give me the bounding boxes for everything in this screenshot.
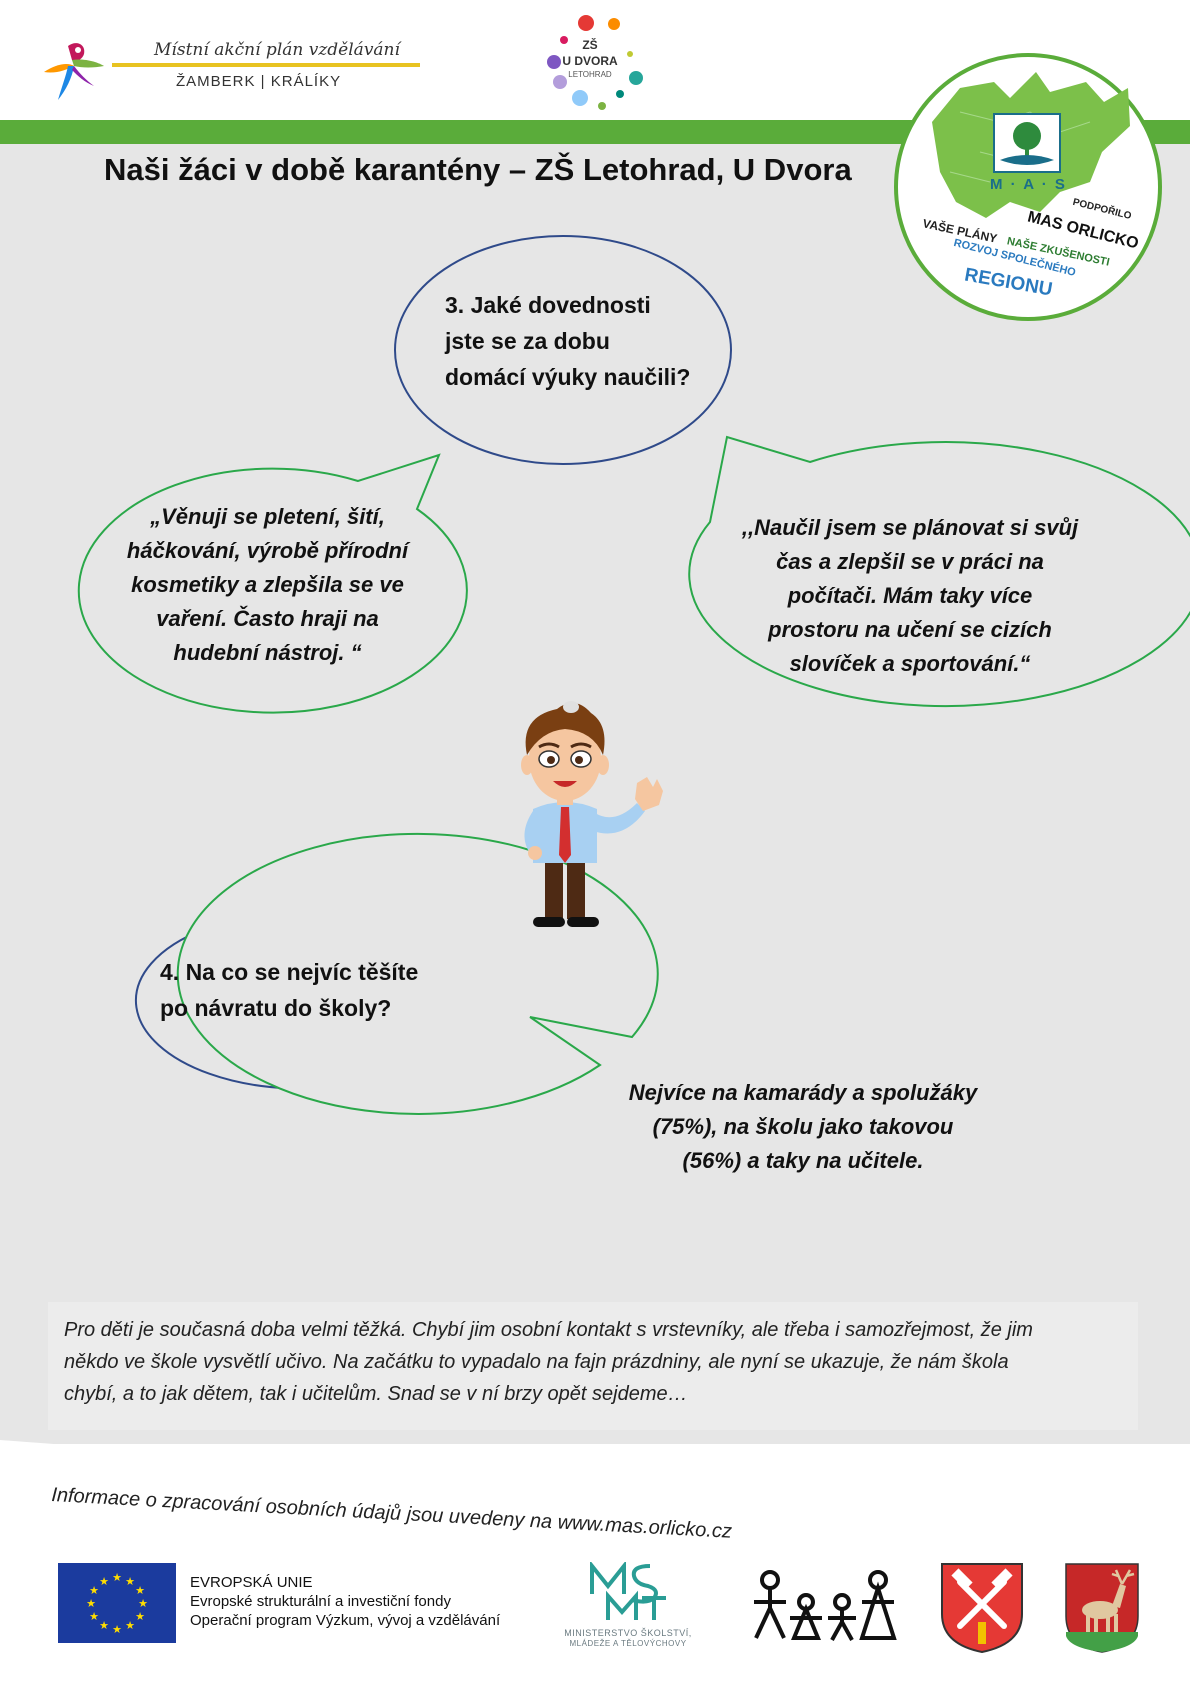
eu-flag-icon: ★★★ ★★★ ★★★ ★★★ [58, 1563, 176, 1643]
eu-text: EVROPSKÁ UNIE Evropské strukturální a in… [190, 1573, 500, 1630]
school-logo-line1: ZŠ [582, 38, 598, 52]
svg-text:★: ★ [125, 1619, 135, 1632]
question3-line1: 3. Jaké dovednosti [445, 292, 651, 318]
question4-line1: 4. Na co se nejvíc těšíte [160, 959, 419, 985]
summary-line1: Pro děti je současná doba velmi těžká. C… [64, 1319, 1033, 1341]
svg-text:★: ★ [99, 1619, 109, 1632]
svg-text:★: ★ [86, 1597, 96, 1610]
question3-text: 3. Jaké dovednosti jste se za dobu domác… [445, 287, 725, 395]
answer4-bubble [176, 832, 659, 1115]
answer3b-line3: počítači. Mám taky více [787, 583, 1033, 608]
msmt-logo: MINISTERSTVO ŠKOLSTVÍ, MLÁDEŽE A TĚLOVÝC… [548, 1562, 708, 1652]
mas-letters: M · A · S [990, 176, 1067, 193]
waving-boy-illustration [521, 701, 663, 927]
school-logo: ZŠ U DVORA LETOHRAD [540, 10, 650, 120]
bird-logo-icon [44, 43, 104, 100]
school-logo-line3: LETOHRAD [568, 70, 612, 79]
summary-box [48, 1302, 1138, 1430]
map-logo-title: Místní akční plán vzdělávání [154, 40, 400, 60]
svg-text:★: ★ [112, 1623, 122, 1636]
eu-line3: Operační program Výzkum, vývoj a vzděláv… [190, 1612, 501, 1629]
map-logo-subtitle: ŽAMBERK | KRÁLÍKY [176, 73, 342, 90]
svg-text:★: ★ [89, 1584, 99, 1597]
msmt-line2: MLÁDEŽE A TĚLOVÝCHOVY [569, 1639, 687, 1648]
answer3a-bubble [77, 453, 468, 714]
map-logo-underline [112, 63, 420, 67]
eu-line1: EVROPSKÁ UNIE [190, 1574, 313, 1591]
question3-line2: jste se za dobu [445, 328, 610, 354]
answer3b-line2: čas a zlepšil se v práci na [776, 549, 1044, 574]
eu-line2: Evropské strukturální a investiční fondy [190, 1593, 451, 1610]
answer4-line1: Nejvíce na kamarády a spolužáky [628, 1080, 978, 1105]
coat-of-arms-hammers-icon [941, 1563, 1023, 1654]
svg-text:★: ★ [135, 1584, 145, 1597]
answer3a-line4: vaření. Často hraji na [156, 606, 379, 631]
svg-text:★: ★ [125, 1575, 135, 1588]
summary-text: Pro děti je současná doba velmi těžká. C… [64, 1314, 1130, 1410]
eu-stars-icon: ★★★ ★★★ ★★★ ★★★ [86, 1571, 148, 1636]
msmt-line1: MINISTERSTVO ŠKOLSTVÍ, [564, 1628, 692, 1638]
answer3a-line1: „Věnuji se pletení, šití, [150, 504, 385, 529]
mas-orlicko-badge: M · A · S PODPOŘILO MAS ORLICKO VAŠE PLÁ… [890, 52, 1166, 322]
answer3b-line4: prostoru na učení se cizích [768, 617, 1052, 642]
mas-region-map-icon [894, 53, 1162, 321]
question4-line2: po návratu do školy? [160, 995, 392, 1021]
map-logo: Místní akční plán vzdělávání ŽAMBERK | K… [38, 36, 420, 116]
school-logo-line2: U DVORA [562, 54, 618, 68]
answer4-text: Nejvíce na kamarády a spolužáky (75%), n… [598, 1076, 1008, 1178]
answer3a-line3: kosmetiky a zlepšila se ve [131, 572, 404, 597]
answer3b-bubble [688, 435, 1190, 708]
msmt-monogram-icon [590, 1562, 666, 1620]
svg-text:★: ★ [112, 1571, 122, 1584]
svg-text:★: ★ [135, 1610, 145, 1623]
question3-bubble [394, 235, 732, 465]
answer3b-line5: slovíček a sportování.“ [789, 651, 1031, 676]
answer3a-text: „Věnuji se pletení, šití, háčkování, výr… [90, 500, 445, 670]
question4-text: 4. Na co se nejvíc těšíte po návratu do … [160, 954, 460, 1026]
page-title: Naši žáci v době karantény – ZŠ Letohrad… [104, 152, 852, 187]
answer4-line2: (75%), na školu jako takovou [652, 1114, 954, 1139]
coat-of-arms-deer-icon [1065, 1563, 1139, 1653]
answer4-line3: (56%) a taky na učitele. [682, 1148, 924, 1173]
summary-line2: někdo ve škole vysvětlí učivo. Na začátk… [64, 1351, 1009, 1373]
school-logo-dots-icon [547, 15, 643, 110]
question3-line3: domácí výuky naučili? [445, 364, 691, 390]
family-figures-icon [754, 1570, 897, 1641]
answer3b-text: ,,Naučil jsem se plánovat si svůj čas a … [700, 511, 1120, 681]
answer3a-line2: háčkování, výrobě přírodní [126, 538, 409, 563]
answer3a-line5: hudební nástroj. “ [173, 640, 362, 665]
answer3b-line1: ,,Naučil jsem se plánovat si svůj [741, 515, 1079, 540]
svg-text:★: ★ [89, 1610, 99, 1623]
summary-line3: chybí, a to jak dětem, tak i učitelům. S… [64, 1383, 688, 1405]
footer-wedge [0, 1440, 1190, 1683]
svg-text:★: ★ [99, 1575, 109, 1588]
svg-text:★: ★ [138, 1597, 148, 1610]
